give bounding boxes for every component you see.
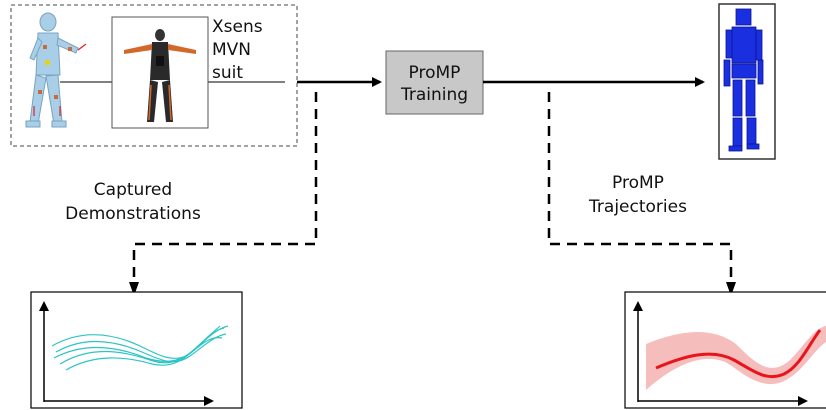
human-model-illustration xyxy=(25,12,87,128)
demonstrations-arrowhead xyxy=(129,282,139,296)
trajectories-label-line1: ProMP xyxy=(612,173,664,193)
xsens-suit-figure xyxy=(124,29,196,122)
suit-label-line1: Xsens xyxy=(212,17,263,37)
trajectories-label-line2: Trajectories xyxy=(588,197,687,217)
captured-label-line2: Demonstrations xyxy=(65,204,201,224)
training-label-line2: Training xyxy=(400,85,468,105)
promp-mean-trajectory xyxy=(655,329,822,379)
dashed-connector-trajectories xyxy=(547,92,733,288)
dashed-connector-demonstrations xyxy=(132,92,318,288)
capture-setup-frame xyxy=(10,4,298,147)
captured-label-line1: Captured xyxy=(94,180,172,200)
suit-label-line2: MVN xyxy=(212,40,251,60)
suit-label-line3: suit xyxy=(212,63,243,83)
demonstration-curves xyxy=(51,325,229,371)
training-label-line1: ProMP xyxy=(409,63,461,83)
robot-figure xyxy=(723,8,764,152)
trajectories-arrowhead xyxy=(726,282,736,296)
